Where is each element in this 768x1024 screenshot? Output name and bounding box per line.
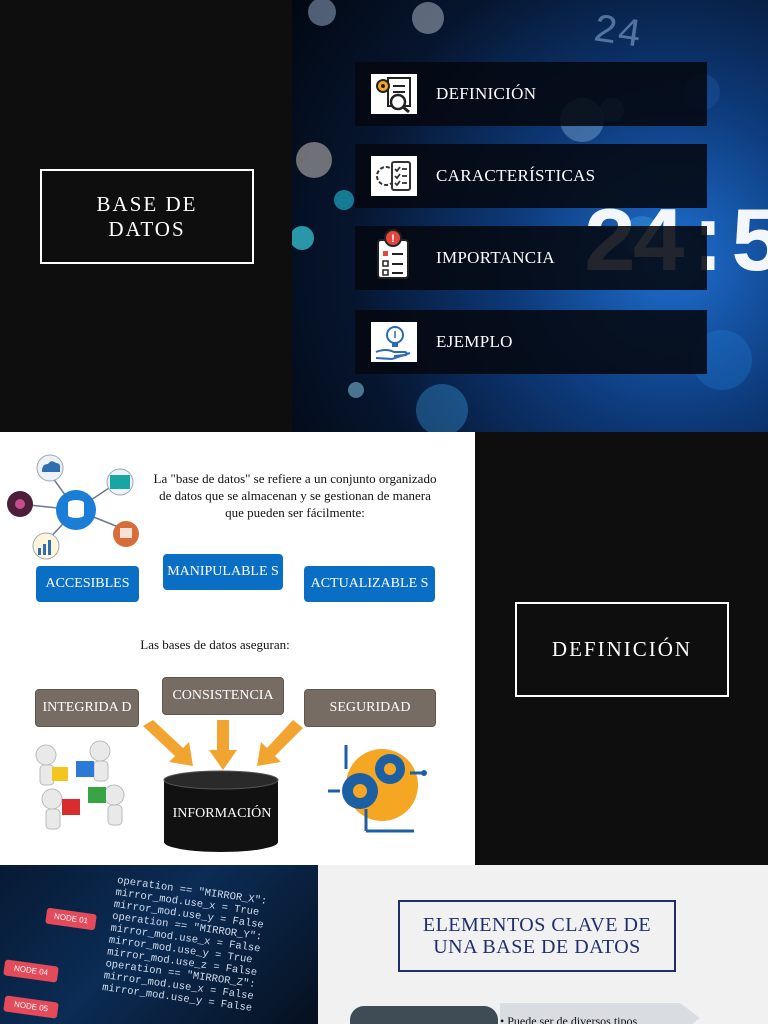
definition-paragraph: La "base de datos" se refiere a un conju… [153,471,437,520]
element-arrow [500,1003,700,1024]
section-title: DEFINICIÓN [551,637,693,661]
bullet-text: Puede ser de diversos tipos [507,1014,638,1024]
menu-item-label: IMPORTANCIA [436,248,555,267]
menu-item-label: CARACTERÍSTICAS [436,166,596,185]
gears-circuit-icon [328,745,427,833]
element-tab [350,1006,498,1024]
lightbulb-hand-icon [371,322,417,362]
definition-title-panel [475,432,768,865]
guarantee-seguridad: SEGURIDAD [304,689,436,727]
key-elements-slide: ELEMENTOS CLAVE DE UNA BASE DE DATOS • P… [318,865,768,1024]
database-network-illustration [7,454,139,560]
puzzle-people-illustration [35,740,125,830]
alert-checklist-icon: ! [371,229,417,279]
svg-text:!: ! [391,233,395,245]
definition-title-box: DEFINICIÓN [515,602,729,697]
menu-item-importancia[interactable]: ! IMPORTANCIA [355,226,707,290]
guarantee-integridad: INTEGRIDA D [35,689,139,727]
menu-item-ejemplo[interactable]: EJEMPLO [355,310,707,374]
definition-content-slide: La "base de datos" se refiere a un conju… [0,432,475,865]
ensures-label: Las bases de datos aseguran: [140,637,290,652]
svg-text:24: 24 [590,8,644,59]
menu-item-label: EJEMPLO [436,332,513,351]
arrows-to-information [143,720,303,770]
database-cylinder-icon [163,770,279,852]
menu-item-label: DEFINICIÓN [436,84,537,103]
node-badge: NODE 05 [3,995,59,1019]
code-background-image: operation == "MIRROR_X": mirror_mod.use_… [0,865,318,1024]
quality-manipulables: MANIPULABLE S [163,554,283,590]
node-badge: NODE 01 [45,907,97,931]
quality-accesibles: ACCESIBLES [36,566,139,602]
information-label: INFORMACIÓN [172,806,272,821]
checklist-gear-icon [371,156,417,196]
title-slide-left [0,0,292,432]
quality-actualizables: ACTUALIZABLE S [304,566,435,602]
code-lines: operation == "MIRROR_X": mirror_mod.use_… [101,875,267,1015]
element-bullet: • Puede ser de diversos tipos [500,1014,637,1024]
document-gear-icon [371,74,417,114]
presentation-title-box: BASE DE DATOS [40,169,254,264]
key-elements-title: ELEMENTOS CLAVE DE UNA BASE DE DATOS [398,900,676,972]
menu-item-caracteristicas[interactable]: CARACTERÍSTICAS [355,144,707,208]
node-badge: NODE 04 [3,959,59,983]
guarantee-consistencia: CONSISTENCIA [162,677,284,715]
presentation-title: BASE DE DATOS [96,191,198,241]
menu-item-definicion[interactable]: DEFINICIÓN [355,62,707,126]
